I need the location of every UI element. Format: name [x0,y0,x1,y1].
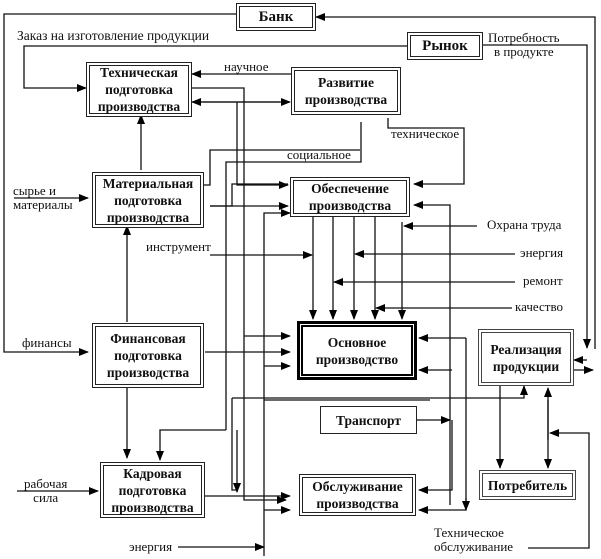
material-prep-box: Материальная подготовка производства [92,172,204,228]
label-labor-line2: сила [33,490,59,505]
label-maint-line2: обслуживание [434,539,514,554]
label-need-line2: в продукте [493,44,554,59]
transport-box: Транспорт [320,406,417,434]
market-box: Рынок [407,32,483,60]
label-quality: качество [515,299,564,314]
wire-technical [387,118,465,188]
consumer-box: Потребитель [479,470,576,500]
sales-box: Реализация продукции [478,329,574,386]
label-tool: инструмент [146,239,211,254]
label-technical: техническое [391,126,460,141]
wire-need [483,44,591,349]
bank-box: Банк [236,3,316,31]
label-maintenance: Техническое обслуживание [434,526,513,554]
label-raw-line1: сырье и [13,183,56,198]
label-finance: финансы [22,335,72,350]
label-raw-materials: сырье и материалы [13,184,73,212]
wire-tech-out2 [236,102,289,189]
wire-tech-out1 [192,87,287,504]
label-energy-right: энергия [520,245,564,260]
service-box: Обслуживание производства [299,474,416,516]
wire-order [23,45,407,92]
label-need: Потребность в продукте [488,31,560,59]
label-maint-line1: Техническое [434,525,504,540]
wire-right-to-bank [315,13,596,349]
wire-maintenance [528,429,590,549]
label-labor-line1: рабочая [24,476,68,491]
label-social: социальное [287,147,351,162]
main-production-box: Основное производство [298,322,416,379]
hr-prep-box: Кадровая подготовка производства [100,462,205,518]
label-energy-bottom: энергия [129,539,173,554]
wire-social [225,122,362,430]
label-labor: рабочая сила [24,477,67,505]
label-need-line1: Потребность [488,30,560,45]
tech-prep-box: Техническая подготовка производства [86,62,192,117]
label-raw-line2: материалы [13,197,73,212]
label-order: Заказ на изготовление продукции [17,28,210,43]
label-repair: ремонт [523,273,563,288]
wire-supply-in2 [413,201,451,505]
finance-prep-box: Финансовая подготовка производства [92,323,204,388]
wire-bank-finance [3,13,236,356]
label-scientific: научное [224,59,269,74]
label-safety: Охрана труда [487,217,562,232]
supply-box: Обеспечение производства [290,177,410,217]
wire-material-out [210,183,288,207]
development-box: Развитие производства [291,67,401,115]
wire-main-sales [232,385,528,399]
